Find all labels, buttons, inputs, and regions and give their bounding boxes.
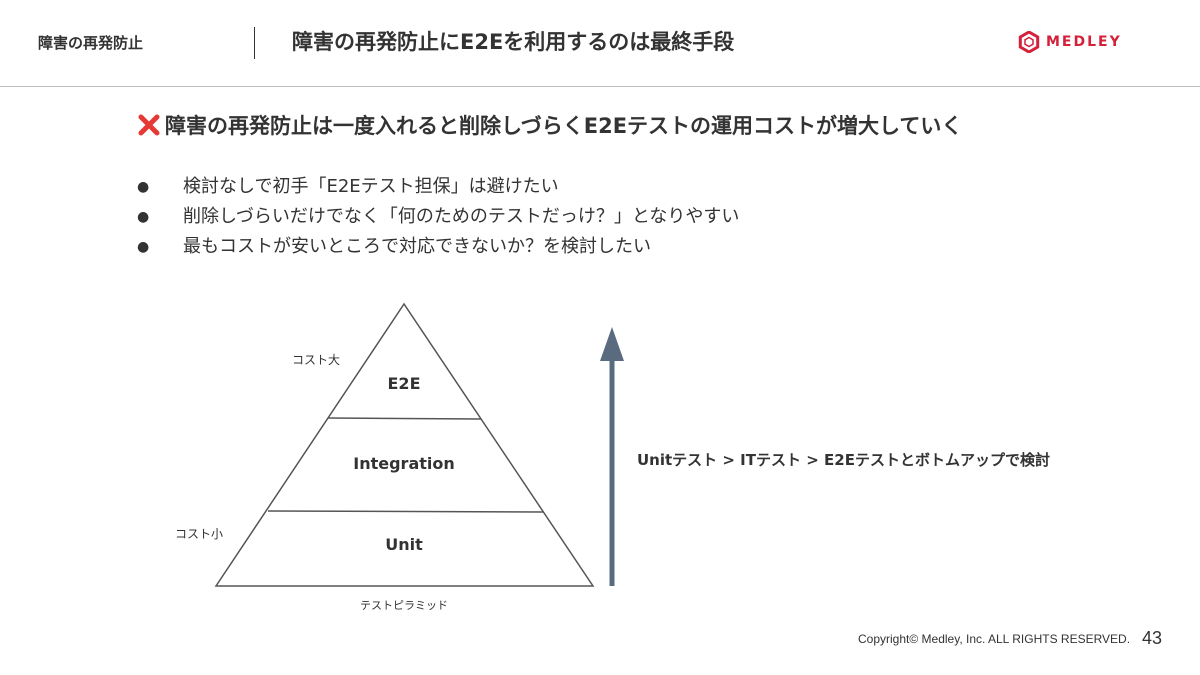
cost-high-label: コスト大 bbox=[292, 353, 340, 367]
footer-copyright: Copyright© Medley, Inc. ALL RIGHTS RESER… bbox=[858, 632, 1131, 646]
pyramid-label-unit: Unit bbox=[385, 535, 423, 554]
pyramid-divider-bottom bbox=[267, 510, 544, 513]
cross-mark-icon bbox=[138, 114, 160, 136]
headline: 障害の再発防止は一度入れると削除しづらくE2Eテストの運用コストが増大していく bbox=[137, 110, 962, 140]
bottom-up-note: Unitテスト > ITテスト > E2Eテストとボトムアップで検討 bbox=[637, 451, 1050, 469]
page-number: 43 bbox=[1142, 628, 1163, 648]
pyramid-divider-top bbox=[327, 417, 482, 420]
medley-logo-icon bbox=[1018, 31, 1040, 53]
medley-logo: MEDLEY bbox=[1018, 31, 1122, 53]
section-label: 障害の再発防止 bbox=[38, 34, 144, 52]
slide-title: 障害の再発防止にE2Eを利用するのは最終手段 bbox=[292, 30, 735, 54]
bullet-list: ● 検討なしで初手「E2Eテスト担保」は避けたい ● 削除しづらいだけでなく「何のた… bbox=[137, 172, 739, 262]
bullet-text: 検討なしで初手「E2Eテスト担保」は避けたい bbox=[183, 176, 559, 197]
pyramid-caption: テストピラミッド bbox=[360, 599, 448, 612]
pyramid-label-integration: Integration bbox=[353, 454, 455, 473]
bullet-text: 削除しづらいだけでなく「何のためのテストだっけ？」となりやすい bbox=[183, 206, 740, 227]
list-item: ● 削除しづらいだけでなく「何のためのテストだっけ？」となりやすい bbox=[137, 202, 739, 232]
pyramid-outline bbox=[214, 302, 595, 587]
list-item: ● 検討なしで初手「E2Eテスト担保」は避けたい bbox=[137, 172, 739, 202]
cost-low-label: コスト小 bbox=[175, 527, 223, 541]
slide-header: 障害の再発防止 障害の再発防止にE2Eを利用するのは最終手段 MEDLEY bbox=[0, 0, 1200, 87]
list-item: ● 最もコストが安いところで対応できないか？を検討したい bbox=[137, 232, 739, 262]
headline-text: 障害の再発防止は一度入れると削除しづらくE2Eテストの運用コストが増大していく bbox=[165, 114, 963, 138]
arrow-head-icon bbox=[600, 327, 624, 361]
logo-text: MEDLEY bbox=[1046, 34, 1122, 50]
bullet-text: 最もコストが安いところで対応できないか？を検討したい bbox=[183, 236, 651, 257]
header-divider bbox=[254, 27, 255, 59]
bullet-dot-icon: ● bbox=[137, 179, 150, 195]
bullet-dot-icon: ● bbox=[137, 209, 150, 225]
pyramid-label-e2e: E2E bbox=[388, 374, 421, 393]
bullet-dot-icon: ● bbox=[137, 239, 150, 255]
